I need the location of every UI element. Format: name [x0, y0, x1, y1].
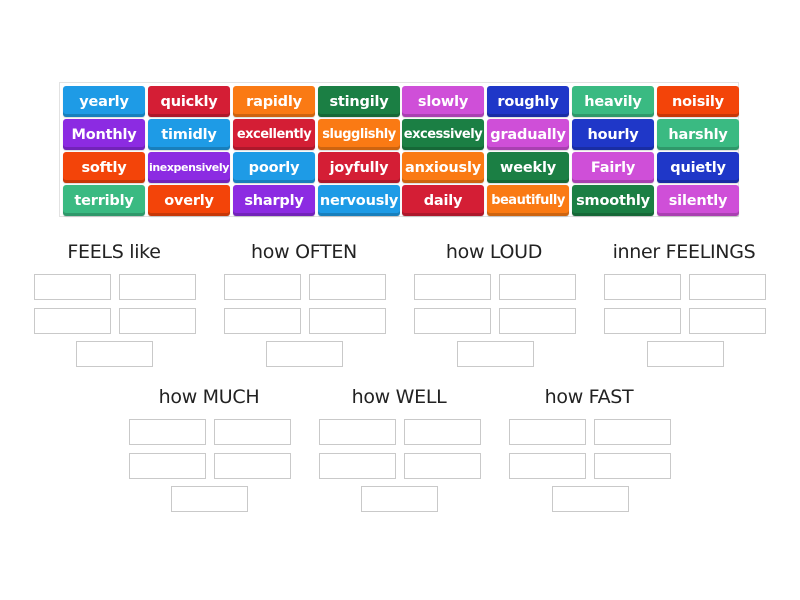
category-title: inner FEELINGS — [612, 241, 756, 263]
word-tile[interactable]: excessively — [402, 119, 484, 150]
drop-slot[interactable] — [214, 419, 291, 445]
drop-slot[interactable] — [319, 419, 396, 445]
drop-slot[interactable] — [604, 308, 681, 334]
drop-slot[interactable] — [76, 341, 153, 367]
drop-slot[interactable] — [499, 308, 576, 334]
word-tile[interactable]: hourly — [572, 119, 654, 150]
word-tile[interactable]: noisily — [657, 86, 739, 117]
drop-slot[interactable] — [34, 308, 111, 334]
drop-slot[interactable] — [689, 308, 766, 334]
drop-slot[interactable] — [309, 308, 386, 334]
word-tile[interactable]: daily — [402, 185, 484, 216]
drop-slot[interactable] — [404, 453, 481, 479]
drop-slot[interactable] — [414, 274, 491, 300]
word-tile[interactable]: excellently — [233, 119, 315, 150]
word-tile[interactable]: slugglishly — [318, 119, 400, 150]
word-tile[interactable]: smoothly — [572, 185, 654, 216]
word-tile[interactable]: rapidly — [233, 86, 315, 117]
category-title: how WELL — [351, 386, 447, 408]
drop-slot[interactable] — [266, 341, 343, 367]
drop-slot[interactable] — [224, 274, 301, 300]
word-tile[interactable]: quickly — [148, 86, 230, 117]
drop-slot[interactable] — [552, 486, 629, 512]
drop-slot[interactable] — [509, 453, 586, 479]
drop-slot[interactable] — [457, 341, 534, 367]
word-tile[interactable]: gradually — [487, 119, 569, 150]
word-tile[interactable]: sharply — [233, 185, 315, 216]
word-tile[interactable]: timidly — [148, 119, 230, 150]
drop-slot[interactable] — [119, 274, 196, 300]
word-tile[interactable]: stingily — [318, 86, 400, 117]
word-tile[interactable]: softly — [63, 152, 145, 183]
word-tile[interactable]: anxiously — [402, 152, 484, 183]
word-tile[interactable]: weekly — [487, 152, 569, 183]
word-tile[interactable]: quietly — [657, 152, 739, 183]
word-tile[interactable]: joyfully — [318, 152, 400, 183]
drop-slot[interactable] — [361, 486, 438, 512]
drop-slot[interactable] — [414, 308, 491, 334]
drop-slot[interactable] — [34, 274, 111, 300]
category-title: how MUCH — [158, 386, 260, 408]
drop-slot[interactable] — [129, 453, 206, 479]
word-tile[interactable]: heavily — [572, 86, 654, 117]
drop-slot[interactable] — [594, 419, 671, 445]
word-tile[interactable]: terribly — [63, 185, 145, 216]
word-tile[interactable]: harshly — [657, 119, 739, 150]
word-tile[interactable]: Fairly — [572, 152, 654, 183]
word-tile[interactable]: beautifully — [487, 185, 569, 216]
word-tile[interactable]: Monthly — [63, 119, 145, 150]
category-title: how LOUD — [445, 241, 543, 263]
drop-slot[interactable] — [171, 486, 248, 512]
word-tile[interactable]: yearly — [63, 86, 145, 117]
drop-slot[interactable] — [119, 308, 196, 334]
drop-slot[interactable] — [499, 274, 576, 300]
drop-slot[interactable] — [404, 419, 481, 445]
drop-slot[interactable] — [594, 453, 671, 479]
word-tile[interactable]: poorly — [233, 152, 315, 183]
category-title: how OFTEN — [251, 241, 357, 263]
drop-slot[interactable] — [224, 308, 301, 334]
word-tile[interactable]: nervously — [318, 185, 400, 216]
drop-slot[interactable] — [309, 274, 386, 300]
word-tile[interactable]: inexpensively — [148, 152, 230, 183]
category-title: FEELS like — [67, 241, 161, 263]
word-tile[interactable]: overly — [148, 185, 230, 216]
drop-slot[interactable] — [604, 274, 681, 300]
drop-slot[interactable] — [214, 453, 291, 479]
drop-slot[interactable] — [319, 453, 396, 479]
drop-slot[interactable] — [129, 419, 206, 445]
drop-slot[interactable] — [509, 419, 586, 445]
category-title: how FAST — [544, 386, 634, 408]
word-tile[interactable]: roughly — [487, 86, 569, 117]
word-tile[interactable]: slowly — [402, 86, 484, 117]
drop-slot[interactable] — [689, 274, 766, 300]
word-tile[interactable]: silently — [657, 185, 739, 216]
drop-slot[interactable] — [647, 341, 724, 367]
word-bank: yearly quickly rapidly stingily slowly r… — [59, 82, 739, 217]
